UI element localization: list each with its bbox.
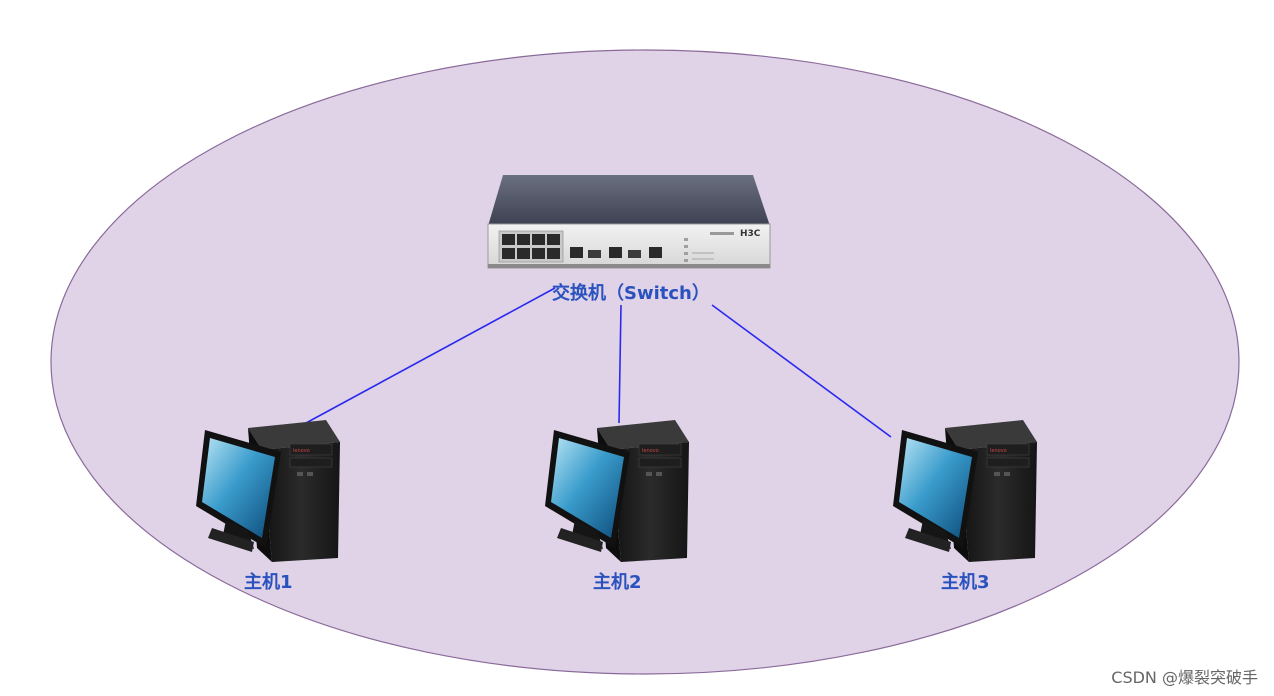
switch-top-panel <box>488 175 770 226</box>
switch-brand-logo: H3C <box>740 229 761 239</box>
network-region-ellipse <box>50 49 1240 675</box>
link-switch-host2 <box>618 304 622 424</box>
monitor-icon <box>893 430 978 552</box>
switch-device: H3C <box>487 175 771 269</box>
host-2-computer: lenovo <box>545 420 689 562</box>
host-1-label: 主机1 <box>244 572 293 593</box>
host-3-computer: lenovo <box>893 420 1037 562</box>
monitor-icon <box>545 430 630 552</box>
svg-text:lenovo: lenovo <box>642 448 659 454</box>
svg-text:lenovo: lenovo <box>293 448 310 454</box>
watermark-text: CSDN @爆裂突破手 <box>1111 668 1258 687</box>
link-switch-host1 <box>305 287 556 424</box>
host-1-computer: lenovo <box>196 420 340 562</box>
switch-status-leds <box>684 232 734 262</box>
monitor-icon <box>196 430 281 552</box>
links <box>305 287 892 438</box>
switch-uplink-ports <box>570 247 662 258</box>
switch-rj45-ports <box>498 230 564 263</box>
svg-text:lenovo: lenovo <box>990 448 1007 454</box>
host-2-label: 主机2 <box>593 572 642 593</box>
switch-label: 交换机（Switch） <box>552 283 710 304</box>
host-3-label: 主机3 <box>941 572 990 593</box>
link-switch-host3 <box>711 304 892 438</box>
